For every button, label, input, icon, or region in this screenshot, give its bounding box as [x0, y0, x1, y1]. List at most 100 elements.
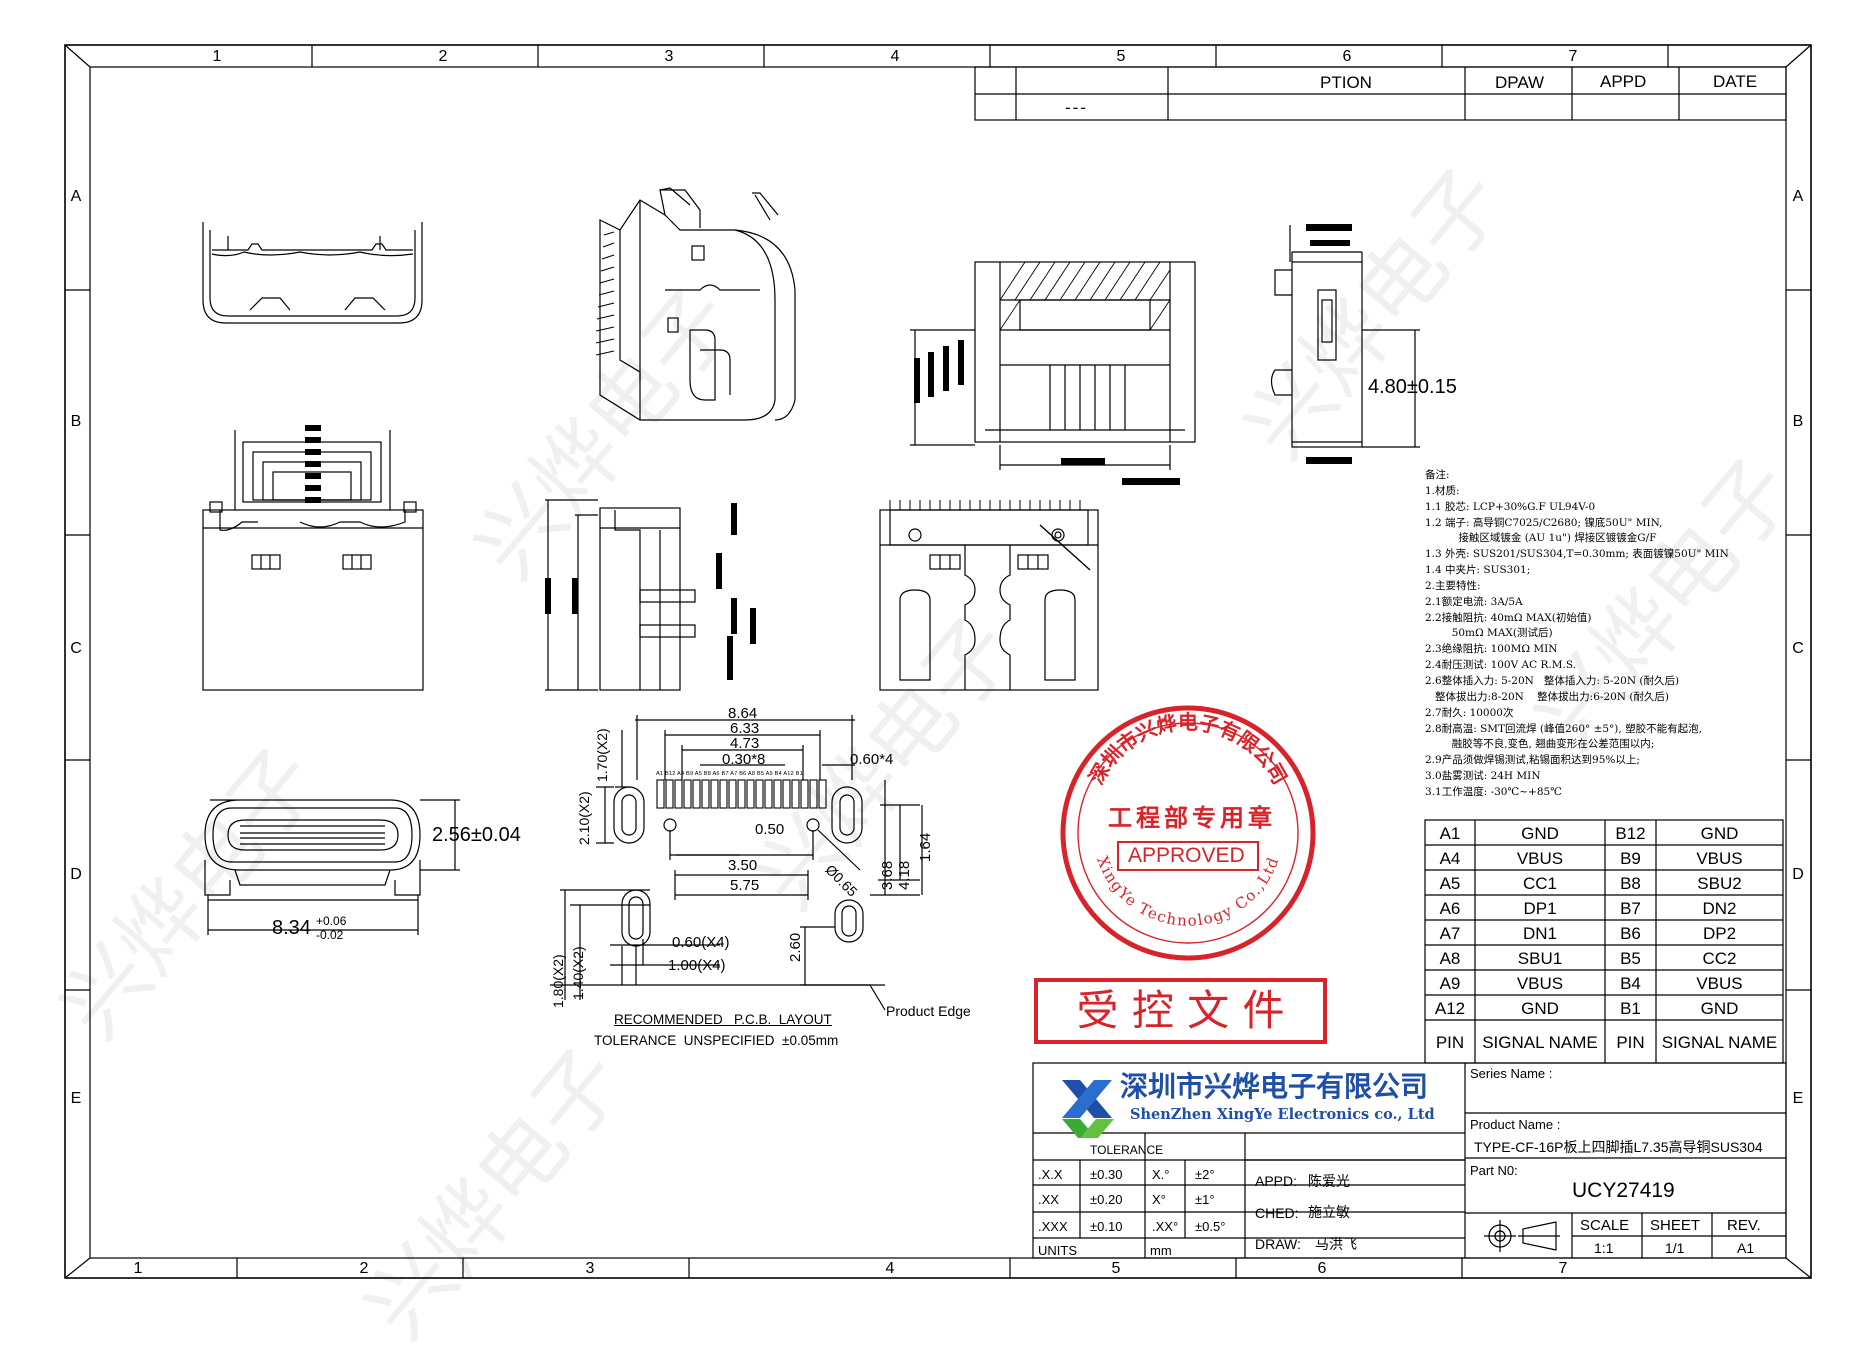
col-bottom-1: 1 [133, 1260, 143, 1277]
col-top-6: 6 [1342, 48, 1352, 65]
stamp-middle-text: 工程部专用章 [1108, 803, 1276, 832]
note-line: 2.3绝缘阻抗: 100MΩ MIN [1425, 643, 1558, 656]
col-bottom-4: 4 [885, 1260, 895, 1277]
pin-cell: DN1 [1522, 924, 1557, 943]
dim-8-64: 8.64 [728, 705, 758, 722]
note-line: 2.4耐压测试: 100V AC R.M.S. [1425, 659, 1576, 672]
rev-value: A1 [1737, 1240, 1755, 1256]
tol-cell: ±2° [1195, 1167, 1215, 1182]
pin-cell: CC2 [1702, 949, 1737, 968]
series-label: Series Name : [1470, 1066, 1553, 1081]
note-line: 融胶等不良,变色, 翘曲变形在公差范围以内; [1425, 738, 1655, 751]
row-left-d: D [70, 866, 82, 883]
dim-1-40x2: 1.40(X2) [570, 946, 586, 1000]
tol-cell: .XXX [1038, 1219, 1068, 1234]
rev-header-dpaw: DPAW [1495, 73, 1545, 92]
product-value: TYPE-CF-16P板上四脚插L7.35高导铜SUS304 [1474, 1139, 1763, 1155]
dim-1-80x2: 1.80(X2) [550, 954, 566, 1008]
note-line: 2.8耐高温: SMT回流焊 (峰值260° ±5°), 塑胶不能有起泡, [1425, 722, 1702, 735]
pin-cell: A1 [1439, 824, 1461, 843]
svg-text:深圳市兴烨电子有限公司: 深圳市兴烨电子有限公司 [1084, 710, 1292, 788]
col-top-1: 1 [212, 48, 222, 65]
dim-length-tol-plus: +0.06 [316, 914, 347, 928]
pin-label-a4: A4 [677, 771, 685, 777]
note-line: 2.9产品须做焊锡测试,粘锡面积达到95%以上; [1425, 754, 1640, 767]
ched-label: CHED: [1255, 1205, 1299, 1221]
pin-label-a12: A12 [783, 771, 794, 777]
note-line: 接触区域镀金 (AU 1u") 焊接区镀镀金G/F [1425, 532, 1657, 545]
technical-drawing: 深圳市兴烨电子有限公司 XingYe Technology Co.,Ltd [64, 44, 1812, 1279]
pin-cell: B6 [1620, 924, 1641, 943]
pin-cell: A7 [1439, 924, 1461, 943]
pin-cell: A12 [1434, 999, 1466, 1018]
pin-cell: B4 [1620, 974, 1641, 993]
pcb-layout-title: RECOMMENDED P.C.B. LAYOUT [614, 1012, 832, 1027]
col-bottom-7: 7 [1558, 1260, 1568, 1277]
pin-cell: B7 [1620, 899, 1641, 918]
col-top-5: 5 [1116, 48, 1126, 65]
scale-label: SCALE [1580, 1217, 1630, 1234]
note-line: 2.2接触阻抗: 40mΩ MAX(初始值) [1425, 611, 1592, 624]
dim-length-main: 8.34 [272, 917, 311, 939]
col-top-7: 7 [1568, 48, 1578, 65]
col-bottom-2: 2 [359, 1260, 369, 1277]
appd-label: APPD: [1255, 1173, 1298, 1189]
controlled-document-text: 受 控 文 件 [1076, 986, 1285, 1035]
controlled-document-stamp: 受 控 文 件 [1034, 978, 1327, 1044]
dim-0-50: 0.50 [755, 821, 785, 838]
pin-cell: A5 [1439, 874, 1461, 893]
pin-cell: CC1 [1522, 874, 1557, 893]
col-top-3: 3 [664, 48, 674, 65]
pin-header: SIGNAL NAME [1482, 1033, 1598, 1052]
product-edge-label: Product Edge [886, 1003, 971, 1019]
units-label: UNITS [1038, 1243, 1077, 1258]
note-line: 3.1工作温度: -30℃~+85℃ [1425, 785, 1562, 798]
pin-cell: B12 [1615, 824, 1646, 843]
note-line: 2.主要特性: [1425, 579, 1481, 592]
pin-label-b12: B12 [665, 771, 676, 777]
row-right-a: A [1792, 188, 1804, 205]
rev-row-value: --- [1065, 98, 1088, 117]
pin-label-b8: B8 [703, 771, 712, 777]
sheet-label: SHEET [1650, 1217, 1701, 1234]
rev-label: REV. [1727, 1217, 1761, 1234]
pin-cell: A4 [1439, 849, 1461, 868]
pin-cell: B1 [1620, 999, 1641, 1018]
pin-cell: GND [1700, 999, 1739, 1018]
dim-3-68: 3.68 [879, 860, 896, 890]
note-line: 2.1额定电流: 3A/5A [1425, 595, 1523, 608]
stamp-top-text: 深圳市兴烨电子有限公司 [1084, 710, 1292, 788]
row-left-a: A [70, 188, 82, 205]
note-line: 整体拔出力:8-20N 整体拔出力:6-20N (耐久后) [1425, 690, 1670, 703]
pin-label-a9: A9 [765, 771, 773, 777]
pin-label-a8: A8 [747, 771, 756, 777]
col-bottom-3: 3 [585, 1260, 595, 1277]
pin-cell: GND [1521, 999, 1559, 1018]
dim-width-side: 2.56±0.04 [432, 824, 521, 846]
note-line: 1.2 端子: 高导铜C7025/C2680; 镍底50U" MIN, [1425, 516, 1663, 529]
dim-2-60: 2.60 [787, 932, 804, 962]
pin-cell: SBU2 [1697, 874, 1742, 893]
pin-header: PIN [1435, 1033, 1465, 1052]
pin-cell: VBUS [1516, 849, 1564, 868]
part-value: UCY27419 [1572, 1179, 1675, 1202]
pin-cell: A6 [1439, 899, 1461, 918]
dim-6-33: 6.33 [730, 720, 760, 737]
tol-cell: .XX° [1152, 1219, 1179, 1234]
tol-cell: .XX [1038, 1192, 1059, 1207]
dim-4-18: 4.18 [896, 860, 913, 890]
company-name-cn: 深圳市兴烨电子有限公司 [1120, 1070, 1429, 1103]
note-line: 1.1 胶芯: LCP+30%G.F UL94V-0 [1425, 500, 1596, 513]
pin-cell: VBUS [1696, 849, 1743, 868]
scale-value: 1:1 [1594, 1240, 1614, 1256]
part-label: Part N0: [1470, 1163, 1518, 1178]
row-left-e: E [70, 1090, 82, 1107]
tol-cell: X° [1152, 1192, 1166, 1207]
notes-block: 备注: 1.材质: 1.1 胶芯: LCP+30%G.F UL94V-0 1.2… [1425, 468, 1729, 801]
draw-name: 马洪飞 [1315, 1237, 1357, 1253]
note-line: 2.7耐久: 10000次 [1425, 706, 1514, 719]
dim-0-30x8: 0.30*8 [722, 751, 766, 768]
sheet-value: 1/1 [1665, 1240, 1685, 1256]
draw-label: DRAW: [1255, 1236, 1301, 1252]
pin-cell: GND [1700, 824, 1739, 843]
